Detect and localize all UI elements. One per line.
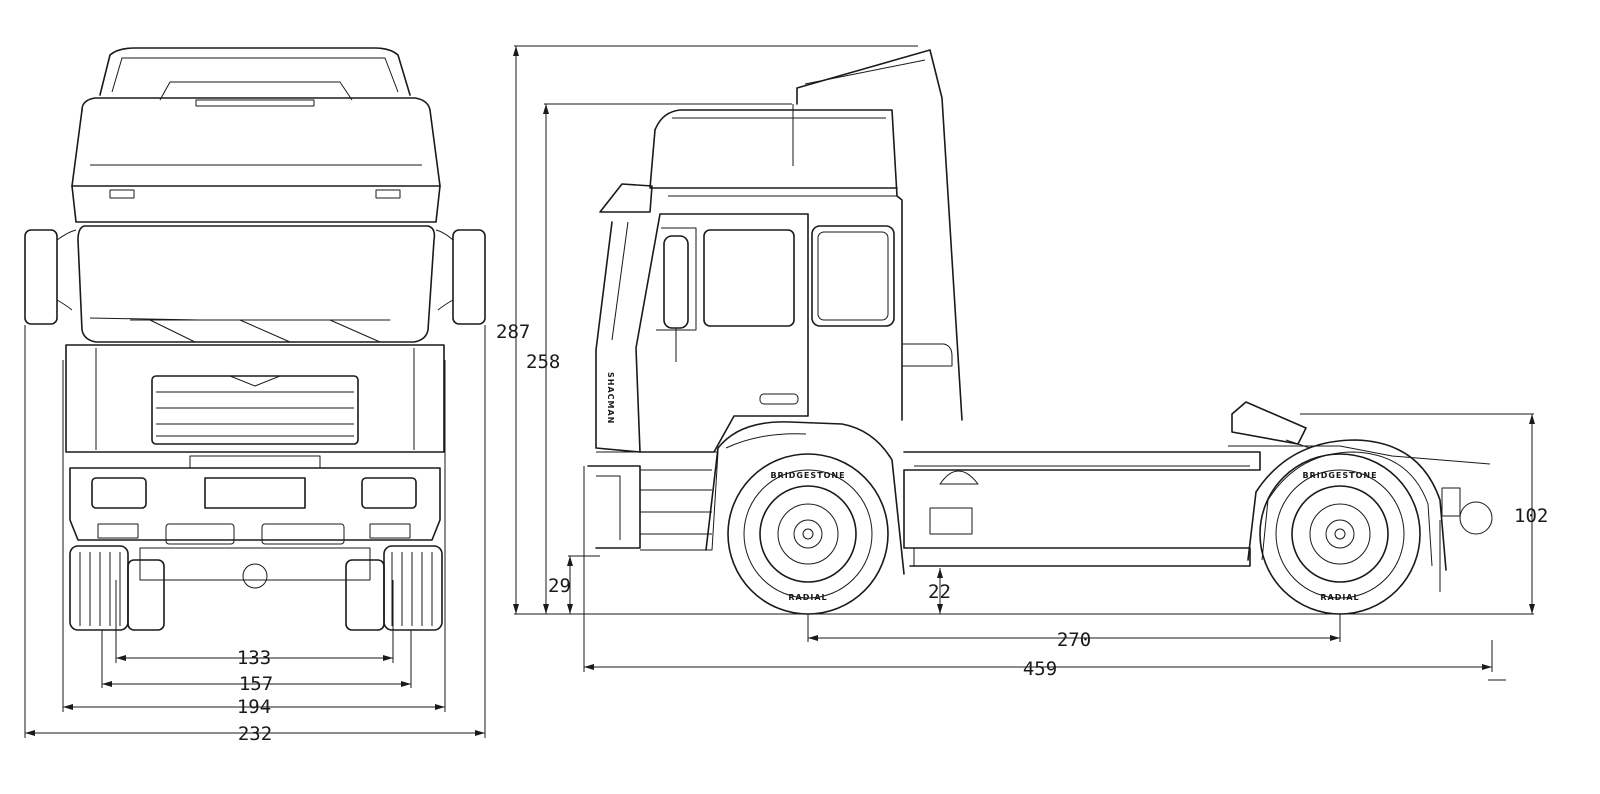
front-fender xyxy=(705,421,905,575)
dim-overall-length: 459 xyxy=(1023,658,1057,680)
front-cab-body xyxy=(65,344,445,453)
side-dimension-lines xyxy=(513,45,1535,681)
front-left-inner-tire xyxy=(127,559,165,631)
side-roof-spoiler xyxy=(796,49,963,421)
side-mirror xyxy=(663,235,689,329)
right-mirror xyxy=(452,229,486,325)
dim-ground-clearance: 22 xyxy=(928,581,951,603)
rear-fender xyxy=(1247,439,1447,571)
chassis-frame xyxy=(903,451,1261,567)
side-sleeper-window xyxy=(811,225,895,327)
side-door-window xyxy=(703,229,795,327)
dim-cab-height: 258 xyxy=(526,351,560,373)
cab-badge: SHACMAN xyxy=(606,372,615,424)
front-dimension-lines xyxy=(24,325,486,738)
dim-track-inner: 133 xyxy=(237,647,271,669)
front-wipers xyxy=(89,317,391,343)
dim-body-width: 194 xyxy=(237,696,271,718)
side-door xyxy=(635,213,809,453)
front-tire-subtext: RADIAL xyxy=(788,593,827,602)
right-headlamp xyxy=(361,477,417,509)
license-plate xyxy=(204,477,306,509)
dim-overall-height: 287 xyxy=(496,321,530,343)
rear-tire-subtext: RADIAL xyxy=(1320,593,1359,602)
dim-wheelbase: 270 xyxy=(1057,629,1091,651)
left-headlamp xyxy=(91,477,147,509)
front-right-inner-tire xyxy=(345,559,385,631)
front-windshield xyxy=(77,225,436,343)
dim-track-outer: 157 xyxy=(239,673,273,695)
front-roof-spoiler xyxy=(99,47,411,96)
left-mirror xyxy=(24,229,58,325)
front-bumper xyxy=(69,467,441,541)
rear-tire-brand: BRIDGESTONE xyxy=(1302,471,1377,480)
dim-overall-width: 232 xyxy=(238,723,272,745)
side-sun-visor xyxy=(599,183,653,213)
front-left-tire xyxy=(69,545,129,631)
dim-fifth-wheel-height: 102 xyxy=(1514,505,1548,527)
side-view: BRIDGESTONE BRIDGESTONE RADIAL RADIAL SH… xyxy=(496,45,1548,681)
dim-bumper-clearance: 29 xyxy=(548,575,571,597)
front-sun-visor xyxy=(71,185,441,223)
front-grille xyxy=(151,375,359,445)
front-view: 133 157 194 232 xyxy=(24,47,486,745)
side-cab-roof xyxy=(654,109,898,197)
battery-box xyxy=(929,507,973,535)
fifth-wheel xyxy=(1231,401,1307,445)
front-tire-brand: BRIDGESTONE xyxy=(770,471,845,480)
